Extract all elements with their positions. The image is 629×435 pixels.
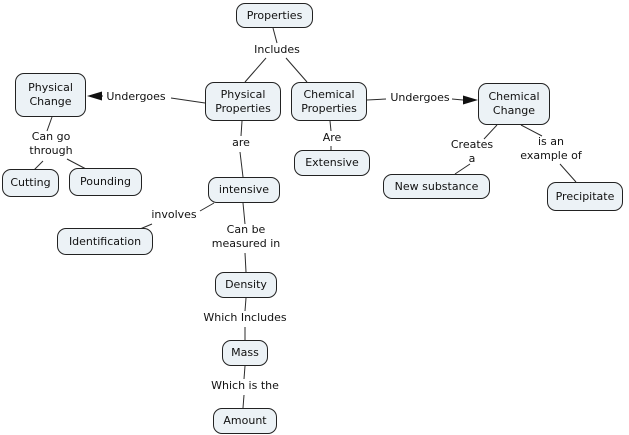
node-physical-change[interactable]: Physical Change xyxy=(15,73,86,117)
link-label-includes[interactable]: Includes xyxy=(254,43,300,56)
edge-mass-whichisthe xyxy=(243,365,246,380)
node-identification[interactable]: Identification xyxy=(57,228,153,255)
edge-includes-chemical-properties xyxy=(285,57,308,83)
link-label-involves[interactable]: involves xyxy=(151,208,197,221)
node-extensive[interactable]: Extensive xyxy=(294,150,370,176)
edge-chemprop-undergoes xyxy=(366,98,387,101)
link-label-can-be-measured-in[interactable]: Can be measured in xyxy=(211,223,281,250)
edge-cangothrough-cutting xyxy=(33,160,44,171)
node-precipitate[interactable]: Precipitate xyxy=(547,182,623,211)
arrowhead-chemical-change xyxy=(463,95,478,105)
link-label-which-is-the[interactable]: Which is the xyxy=(211,379,279,392)
link-label-undergoes-left[interactable]: Undergoes xyxy=(106,90,166,103)
node-chemical-change[interactable]: Chemical Change xyxy=(478,83,550,125)
node-amount[interactable]: Amount xyxy=(213,408,277,434)
edge-chemchange-example xyxy=(520,124,543,137)
edge-creates-newsubstance xyxy=(454,163,471,175)
node-properties[interactable]: Properties xyxy=(236,3,313,28)
link-label-are-upper[interactable]: Are xyxy=(322,131,342,144)
link-label-are-lower[interactable]: are xyxy=(232,136,250,149)
edge-intensive-measured xyxy=(242,202,246,225)
link-label-which-includes[interactable]: Which Includes xyxy=(203,311,287,324)
edge-are-intensive xyxy=(239,151,244,178)
edge-density-whichincludes xyxy=(244,297,247,312)
node-mass[interactable]: Mass xyxy=(222,340,268,366)
edge-chemprop-are xyxy=(329,120,332,132)
edge-example-precipitate xyxy=(559,163,577,183)
link-label-creates-a[interactable]: Creates a xyxy=(450,138,494,165)
edge-chemchange-creates xyxy=(483,124,498,140)
edge-includes-physical-properties xyxy=(244,57,267,83)
link-label-undergoes-right[interactable]: Undergoes xyxy=(390,91,450,104)
node-physical-properties[interactable]: Physical Properties xyxy=(205,82,281,121)
node-cutting[interactable]: Cutting xyxy=(2,169,59,197)
node-new-substance[interactable]: New substance xyxy=(383,174,490,199)
edge-intensive-involves xyxy=(199,202,215,212)
arrowhead-physical-change xyxy=(87,91,102,101)
edge-physprop-undergoes xyxy=(170,97,206,104)
edge-undergoes-chemchange xyxy=(451,98,464,101)
link-label-can-go-through[interactable]: Can go through xyxy=(29,130,73,157)
edge-physchange-cangothrough xyxy=(46,116,53,132)
node-pounding[interactable]: Pounding xyxy=(69,168,142,196)
node-intensive[interactable]: intensive xyxy=(208,177,280,203)
link-label-is-an-example-of[interactable]: is an example of xyxy=(520,135,582,162)
edge-physprop-are xyxy=(240,120,243,137)
node-chemical-properties[interactable]: Chemical Properties xyxy=(291,82,367,121)
edge-properties-includes xyxy=(272,27,278,44)
edge-measured-density xyxy=(244,252,247,273)
edge-cangothrough-pounding xyxy=(66,158,87,170)
edge-whichisthe-amount xyxy=(242,394,245,409)
node-density[interactable]: Density xyxy=(215,272,277,298)
